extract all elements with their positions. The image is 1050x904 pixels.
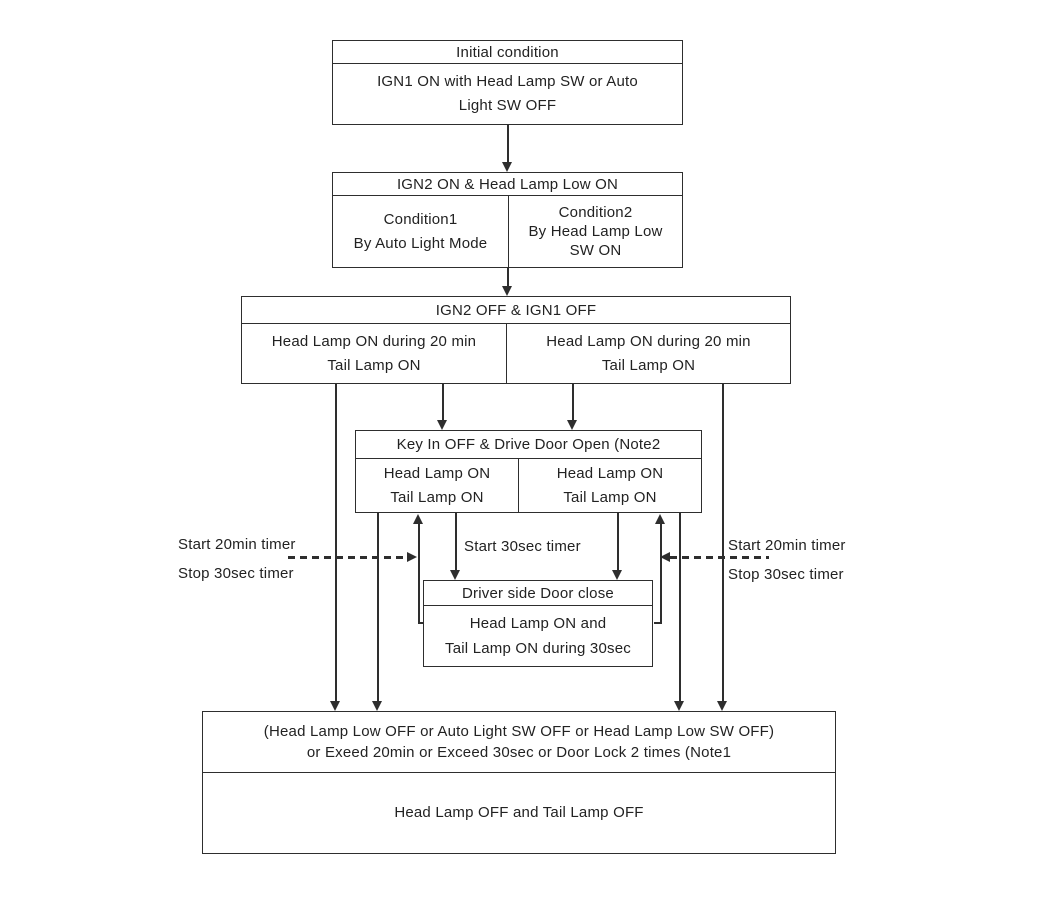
box-ign-off-header: IGN2 OFF & IGN1 OFF — [242, 297, 790, 324]
box-ign2-on: IGN2 ON & Head Lamp Low ON Condition1 By… — [332, 172, 683, 268]
text-line: or Exeed 20min or Exceed 30sec or Door L… — [306, 744, 732, 761]
arrowhead-down-icon — [372, 701, 382, 711]
label-left-stop-30sec-timer: Stop 30sec timer — [178, 565, 294, 582]
connector-ignoff-left-to-lampoff — [335, 384, 337, 703]
text-line: Tail Lamp ON — [601, 356, 696, 374]
arrowhead-down-icon — [502, 162, 512, 172]
connector-doorclose-return-left-jog — [418, 622, 424, 624]
connector-ignoff-right-to-lampoff — [722, 384, 724, 703]
box-lamp-off-header: (Head Lamp Low OFF or Auto Light SW OFF … — [203, 712, 835, 773]
text-line: By Head Lamp Low — [528, 223, 663, 240]
box-ign2-on-header: IGN2 ON & Head Lamp Low ON — [333, 173, 682, 196]
text-line: Head Lamp ON during 20 min — [271, 332, 477, 350]
label-right-stop-30sec-timer: Stop 30sec timer — [728, 566, 844, 583]
connector-doorclose-return-right — [660, 523, 662, 624]
text-line: Head Lamp ON — [556, 464, 664, 482]
connector-doorclose-return-right-jog — [654, 622, 661, 624]
connector-keyin-left-to-lampoff — [377, 513, 379, 703]
box-driver-door-close: Driver side Door close Head Lamp ON and … — [423, 580, 653, 667]
arrowhead-down-icon — [502, 286, 512, 296]
connector-keyin-to-doorclose-right — [617, 513, 619, 572]
arrowhead-up-icon — [655, 514, 665, 524]
text-line: Tail Lamp ON — [327, 356, 421, 374]
box-key-in-off-col2: Head Lamp ON Tail Lamp ON — [518, 459, 701, 512]
label-left-start-20min-timer: Start 20min timer — [178, 536, 296, 553]
box-key-in-off-col1: Head Lamp ON Tail Lamp ON — [356, 459, 518, 512]
arrowhead-right-icon — [407, 552, 417, 562]
arrowhead-down-icon — [450, 570, 460, 580]
connector-ign2on-to-ignoff — [507, 268, 509, 289]
text-line: Head Lamp OFF and Tail Lamp OFF — [394, 804, 644, 821]
dashed-arrow-left-timer — [288, 556, 408, 559]
text-line: (Head Lamp Low OFF or Auto Light SW OFF … — [263, 723, 775, 740]
box-key-in-off: Key In OFF & Drive Door Open (Note2 Head… — [355, 430, 702, 513]
text-line: IGN1 ON with Head Lamp SW or Auto — [377, 73, 638, 90]
connector-doorclose-return-left — [418, 523, 420, 624]
arrowhead-down-icon — [330, 701, 340, 711]
text-line: Head Lamp ON and — [469, 615, 607, 632]
box-initial-condition-header: Initial condition — [333, 41, 682, 64]
box-initial-condition-body: IGN1 ON with Head Lamp SW or Auto Light … — [333, 64, 682, 124]
connector-ignoff-to-keyin-right — [572, 384, 574, 422]
box-ign2-on-condition1: Condition1 By Auto Light Mode — [333, 196, 508, 267]
text-line: Condition1 — [383, 210, 458, 228]
connector-keyin-right-to-lampoff — [679, 513, 681, 703]
text-line: Tail Lamp ON — [563, 488, 657, 506]
box-initial-condition: Initial condition IGN1 ON with Head Lamp… — [332, 40, 683, 125]
arrowhead-down-icon — [437, 420, 447, 430]
text-line: Light SW OFF — [458, 97, 557, 114]
arrowhead-down-icon — [717, 701, 727, 711]
arrowhead-down-icon — [567, 420, 577, 430]
text-line: Condition2 — [558, 204, 633, 221]
text-line: Tail Lamp ON during 30sec — [445, 640, 631, 657]
box-driver-door-close-body: Head Lamp ON and Tail Lamp ON during 30s… — [424, 606, 652, 666]
box-key-in-off-header: Key In OFF & Drive Door Open (Note2 — [356, 431, 701, 459]
arrowhead-down-icon — [612, 570, 622, 580]
connector-keyin-to-doorclose-left — [455, 513, 457, 572]
text-line: Head Lamp ON during 20 min — [546, 332, 751, 350]
label-start-30sec-timer: Start 30sec timer — [464, 538, 581, 555]
box-lamp-off: (Head Lamp Low OFF or Auto Light SW OFF … — [202, 711, 836, 854]
label-right-start-20min-timer: Start 20min timer — [728, 537, 846, 554]
box-ign-off: IGN2 OFF & IGN1 OFF Head Lamp ON during … — [241, 296, 791, 384]
text-line: Tail Lamp ON — [390, 488, 484, 506]
box-ign-off-col1: Head Lamp ON during 20 min Tail Lamp ON — [242, 324, 506, 383]
arrowhead-left-icon — [660, 552, 670, 562]
box-lamp-off-body: Head Lamp OFF and Tail Lamp OFF — [203, 773, 835, 853]
text-line: SW ON — [569, 242, 622, 259]
box-ign2-on-condition2: Condition2 By Head Lamp Low SW ON — [508, 196, 682, 267]
connector-initial-to-ign2on — [507, 125, 509, 164]
connector-ignoff-to-keyin-left — [442, 384, 444, 422]
dashed-arrow-right-timer — [670, 556, 769, 559]
arrowhead-up-icon — [413, 514, 423, 524]
text-line: Head Lamp ON — [383, 464, 491, 482]
arrowhead-down-icon — [674, 701, 684, 711]
box-driver-door-close-header: Driver side Door close — [424, 581, 652, 606]
text-line: By Auto Light Mode — [353, 234, 488, 252]
box-ign-off-col2: Head Lamp ON during 20 min Tail Lamp ON — [506, 324, 790, 383]
